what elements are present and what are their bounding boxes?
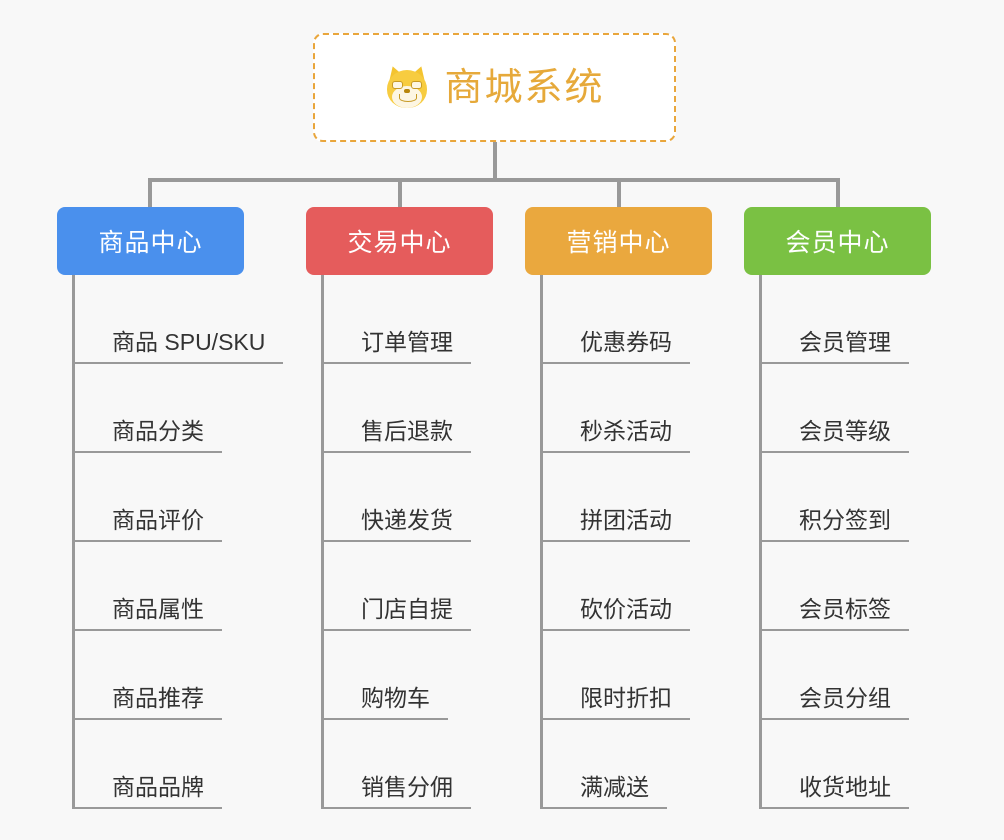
leaf-item-label: 会员标签 [759,596,909,631]
branch-drop-line-1 [148,178,152,207]
root-node-mall-system[interactable]: 商城系统 [313,33,676,142]
leaf-item[interactable]: 会员管理 [759,275,909,364]
leaf-item-label: 销售分佣 [321,774,471,809]
leaf-item-label: 门店自提 [321,596,471,631]
branch-drop-line-2 [398,178,402,207]
category-label: 会员中心 [785,229,890,257]
leaf-item[interactable]: 商品品牌 [72,720,222,809]
leaf-item-label: 砍价活动 [540,596,690,631]
leaf-item-label: 快递发货 [321,507,471,542]
leaf-item-label: 售后退款 [321,418,471,453]
leaf-item-label: 商品属性 [72,596,222,631]
leaf-item-label: 限时折扣 [540,685,690,720]
leaf-item[interactable]: 门店自提 [321,542,471,631]
category-label: 商品中心 [98,229,203,257]
leaf-item[interactable]: 销售分佣 [321,720,471,809]
leaf-item[interactable]: 商品评价 [72,453,222,542]
leaf-item[interactable]: 商品分类 [72,364,222,453]
shiba-dog-face-icon [384,63,431,111]
leaf-item[interactable]: 购物车 [321,631,448,720]
leaf-item-label: 商品 SPU/SKU [72,329,284,364]
leaf-item-label: 满减送 [540,774,667,809]
category-box-trade-center[interactable]: 交易中心 [306,207,493,275]
leaf-item[interactable]: 积分签到 [759,453,909,542]
leaf-item-label: 秒杀活动 [540,418,690,453]
root-node-title: 商城系统 [444,66,605,109]
leaf-trunk-line [72,275,75,809]
leaf-item[interactable]: 会员标签 [759,542,909,631]
leaf-item-label: 会员等级 [759,418,909,453]
leaf-item-label: 商品评价 [72,507,222,542]
leaf-item-label: 会员分组 [759,685,909,720]
branch-drop-line-3 [617,178,621,207]
leaf-trunk-line [759,275,762,809]
leaf-item-label: 积分签到 [759,507,909,542]
leaf-item[interactable]: 订单管理 [321,275,471,364]
leaf-item[interactable]: 商品推荐 [72,631,222,720]
leaf-item[interactable]: 拼团活动 [540,453,690,542]
leaf-item[interactable]: 优惠券码 [540,275,690,364]
leaf-item-label: 商品品牌 [72,774,222,809]
leaf-item-label: 优惠券码 [540,329,690,364]
leaf-item[interactable]: 砍价活动 [540,542,690,631]
leaf-item[interactable]: 商品 SPU/SKU [72,275,284,364]
leaf-item-label: 订单管理 [321,329,471,364]
leaf-item[interactable]: 售后退款 [321,364,471,453]
category-box-marketing-center[interactable]: 营销中心 [525,207,712,275]
leaf-trunk-line [321,275,324,809]
root-stem-line [493,142,497,182]
leaf-item-label: 购物车 [321,685,448,720]
leaf-item[interactable]: 会员等级 [759,364,909,453]
leaf-item-label: 商品推荐 [72,685,222,720]
leaf-item[interactable]: 满减送 [540,720,667,809]
leaf-item-label: 收货地址 [759,774,909,809]
leaf-item[interactable]: 限时折扣 [540,631,690,720]
leaf-item-label: 会员管理 [759,329,909,364]
branch-drop-line-4 [836,178,840,207]
category-label: 交易中心 [347,229,452,257]
leaf-item[interactable]: 收货地址 [759,720,909,809]
category-label: 营销中心 [566,229,671,257]
leaf-item[interactable]: 会员分组 [759,631,909,720]
leaf-item[interactable]: 秒杀活动 [540,364,690,453]
leaf-item[interactable]: 商品属性 [72,542,222,631]
leaf-item-label: 商品分类 [72,418,222,453]
horizontal-bus-line [148,178,838,182]
category-box-member-center[interactable]: 会员中心 [744,207,931,275]
leaf-trunk-line [540,275,543,809]
leaf-item[interactable]: 快递发货 [321,453,471,542]
leaf-item-label: 拼团活动 [540,507,690,542]
category-box-product-center[interactable]: 商品中心 [57,207,244,275]
